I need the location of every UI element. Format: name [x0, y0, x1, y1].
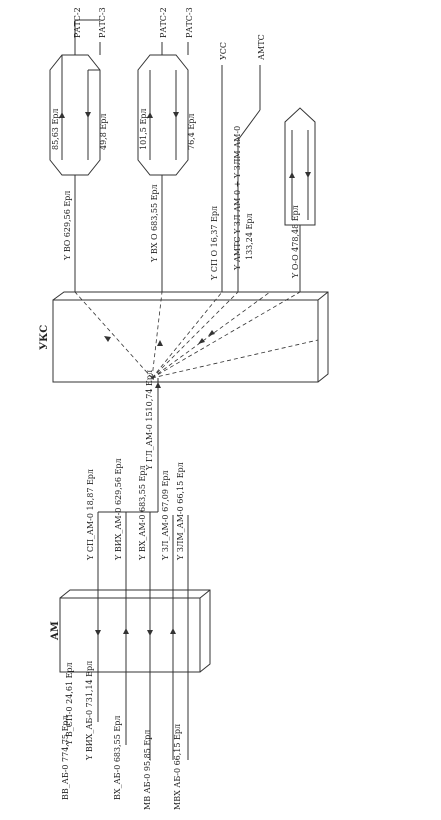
label-vx-ab: ВХ_АБ-0 683,55 Ерл — [113, 716, 122, 800]
label-zl-am: Y ЗЛ_АМ-0 67,09 Ерл — [161, 470, 170, 561]
am-output-labels: Y СП_АМ-0 18,87 Ерл Y ВИХ_АМ-0 629,56 Ер… — [86, 458, 185, 561]
dest-ratc2-a: РАТС-2 — [73, 7, 82, 38]
label-vyx-am: Y ВИХ_АМ-0 629,56 Ерл — [114, 458, 123, 561]
value-g1a: 85,63 Ерл — [51, 109, 60, 151]
dest-ratc3-a: РАТС-3 — [98, 7, 107, 38]
dest-ratc3-b: РАТС-3 — [185, 7, 194, 38]
label-sp-am: Y СП_АМ-0 18,87 Ерл — [86, 469, 95, 561]
value-g1b: 49,8 Ерл — [99, 114, 108, 150]
dest-ucc: УСС — [219, 42, 228, 60]
label-amts: Y АМТС Y ЗЛ АМ-0 + Y ЗЛМ АМ-0 — [233, 126, 242, 271]
destinations: РАТС-2 РАТС-3 РАТС-2 РАТС-3 УСС АМТС — [73, 7, 266, 60]
label-trunk: Y ГЛ_АМ-0 1510,74 Ерл — [145, 370, 154, 471]
hex-group-vx — [137, 54, 189, 176]
label-mvx-ab: МВХ АБ-0 66,15 Ерл — [173, 724, 182, 810]
ukc-block — [52, 291, 329, 383]
label-v-sp: Y В_СП-0 24,61 Ерл — [65, 662, 74, 746]
label-oo: Y О-О 478,48 Ерл — [291, 205, 300, 279]
hex-group-vo — [49, 54, 101, 176]
label-sp-o: Y СП О 16,37 Ерл — [210, 206, 219, 281]
am-input-labels: Y В_СП-0 24,61 Ерл Y ВИХ_АБ-0 731,14 Ерл… — [61, 661, 182, 810]
label-vo: Y ВО 629,56 Ерл — [63, 191, 72, 261]
label-vx-am: Y ВХ_АМ-0 683,55 Ерл — [138, 465, 147, 561]
am-title: AM — [50, 621, 61, 641]
am-block — [59, 589, 211, 673]
label-vx-o: Y ВХ О 683,55 Ерл — [150, 184, 159, 263]
label-mv-ab: МВ АБ-0 95,85 Ерл — [143, 730, 152, 810]
top-values: 85,63 Ерл 49,8 Ерл 101,5 Ерл 76,4 Ерл — [51, 109, 196, 151]
hex-group-oo — [284, 107, 316, 226]
label-vyx-ab: Y ВИХ_АБ-0 731,14 Ерл — [85, 661, 94, 761]
label-vv-ab: ВВ_АБ-0 774,75 Ерл — [61, 715, 70, 800]
dest-ratc2-b: РАТС-2 — [159, 7, 168, 38]
value-g2b: 76,4 Ерл — [187, 114, 196, 150]
dest-amtc: АМТС — [257, 34, 266, 60]
label-zlm-am: Y ЗЛМ_АМ-0 66,15 Ерл — [176, 462, 185, 561]
ukc-output-labels: Y ВО 629,56 Ерл Y ВХ О 683,55 Ерл Y СП О… — [63, 126, 300, 281]
label-amts-value: 133,24 Ерл — [245, 213, 254, 260]
value-g2a: 101,5 Ерл — [139, 109, 148, 151]
ukc-title: УКС — [39, 325, 50, 350]
